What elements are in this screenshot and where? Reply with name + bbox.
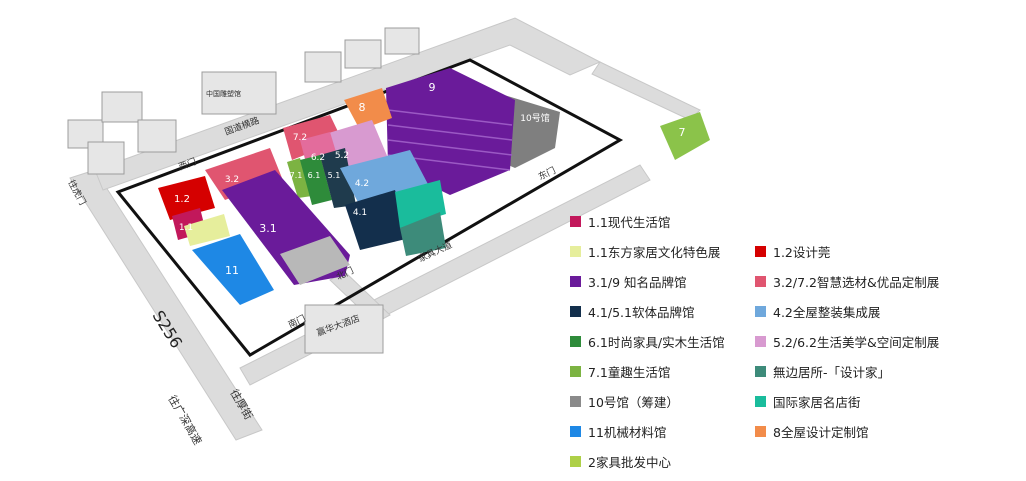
hall-6-1[interactable] [300, 155, 332, 205]
legend-label: 4.1/5.1软体品牌馆 [588, 305, 695, 320]
label-building-left: 中国雕塑馆 [206, 89, 241, 98]
hall-1-2[interactable] [158, 176, 215, 220]
legend-item: 11机械材料馆 [570, 422, 666, 441]
road-s256 [69, 169, 263, 441]
legend-item: 3.1/9 知名品牌馆 [570, 272, 687, 291]
legend-item: 5.2/6.2生活美学&空间定制展 [755, 332, 939, 351]
halls [158, 68, 710, 305]
legend-label: 11机械材料馆 [588, 425, 667, 440]
legend-item: 2家具批发中心 [570, 452, 671, 471]
legend-label: 国际家居名店街 [773, 395, 861, 410]
legend-swatch [570, 276, 581, 287]
hall-labels: 9 10号馆 8 7 7.2 6.2 5.2 3.2 7.1 6.1 5.1 4… [174, 81, 685, 277]
legend-label: 4.2全屋整装集成展 [773, 305, 881, 320]
label-gate-south: 南门 [286, 312, 307, 330]
label-h42: 4.2 [355, 179, 369, 189]
label-h11: 1.1 [179, 223, 193, 233]
legend-label: 6.1时尚家具/实木生活馆 [588, 335, 725, 350]
label-h31: 3.1 [259, 222, 277, 235]
legend-item: 3.2/7.2智慧选材&优品定制展 [755, 272, 939, 291]
legend-swatch [570, 366, 581, 377]
label-h8: 8 [359, 101, 366, 114]
label-h41: 4.1 [353, 208, 367, 218]
label-h72: 7.2 [293, 133, 307, 143]
legend-label: 3.1/9 知名品牌馆 [588, 275, 687, 290]
hall-2[interactable] [660, 112, 710, 160]
legend-swatch [755, 396, 766, 407]
label-h61: 6.1 [308, 171, 321, 180]
surrounding-buildings [67, 27, 420, 354]
legend-label: 無边居所-「设计家」 [773, 365, 891, 380]
legend-item: 1.1东方家居文化特色展 [570, 242, 720, 261]
legend-label: 10号馆（筹建） [588, 395, 679, 410]
legend-label: 3.2/7.2智慧选材&优品定制展 [773, 275, 940, 290]
legend-item: 4.2全屋整装集成展 [755, 302, 880, 321]
hall-1-1-oriental[interactable] [184, 214, 230, 246]
legend-label: 8全屋设计定制馆 [773, 425, 869, 440]
legend-swatch [755, 246, 766, 257]
label-h62: 6.2 [311, 153, 325, 163]
label-h7: 7 [679, 126, 686, 139]
legend-swatch [570, 426, 581, 437]
hall-3-2[interactable] [205, 148, 282, 200]
legend-item: 無边居所-「设计家」 [755, 362, 890, 381]
legend-swatch [570, 336, 581, 347]
legend-label: 1.2设计莞 [773, 245, 831, 260]
hotel-block [280, 236, 350, 285]
legend-swatch [755, 306, 766, 317]
label-h12: 1.2 [174, 194, 190, 205]
legend-swatch [570, 456, 581, 467]
hall-4-1[interactable] [345, 190, 410, 250]
label-h52: 5.2 [335, 151, 349, 161]
hall-9[interactable] [386, 68, 515, 195]
hall-11[interactable] [192, 234, 274, 305]
hall-7-1[interactable] [287, 158, 312, 198]
legend-swatch [755, 426, 766, 437]
legend-label: 1.1现代生活馆 [588, 215, 671, 230]
label-h71: 7.1 [290, 171, 303, 180]
legend-item: 1.2设计莞 [755, 242, 830, 261]
legend-item: 7.1童趣生活馆 [570, 362, 670, 381]
legend-label: 5.2/6.2生活美学&空间定制展 [773, 335, 940, 350]
legend-item: 10号馆（筹建） [570, 392, 679, 411]
legend: 1.1现代生活馆 1.1东方家居文化特色展 1.2设计莞 3.1/9 知名品牌馆… [570, 212, 990, 472]
legend-item: 1.1现代生活馆 [570, 212, 670, 231]
legend-swatch [755, 276, 766, 287]
legend-label: 1.1东方家居文化特色展 [588, 245, 721, 260]
legend-label: 2家具批发中心 [588, 455, 671, 470]
design-home[interactable] [400, 212, 446, 256]
label-to-gz: 往广深高速 [165, 393, 205, 448]
label-h11b: 11 [225, 264, 239, 277]
legend-swatch [570, 216, 581, 227]
legend-swatch [570, 246, 581, 257]
legend-item: 8全屋设计定制馆 [755, 422, 868, 441]
label-gate-east: 东门 [536, 164, 557, 182]
road-north [94, 17, 602, 191]
hall-5-1[interactable] [320, 148, 356, 208]
legend-swatch [755, 336, 766, 347]
label-h9: 9 [429, 81, 436, 94]
legend-swatch [570, 396, 581, 407]
legend-label: 7.1童趣生活馆 [588, 365, 671, 380]
label-h32: 3.2 [225, 175, 239, 185]
legend-item: 国际家居名店街 [755, 392, 861, 411]
label-h10: 10号馆 [520, 112, 549, 124]
legend-item: 6.1时尚家具/实木生活馆 [570, 332, 725, 351]
legend-swatch [570, 306, 581, 317]
label-h51: 5.1 [328, 171, 341, 180]
hall-8[interactable] [344, 88, 392, 130]
legend-item: 4.1/5.1软体品牌馆 [570, 302, 694, 321]
road-east [591, 61, 701, 121]
legend-swatch [755, 366, 766, 377]
